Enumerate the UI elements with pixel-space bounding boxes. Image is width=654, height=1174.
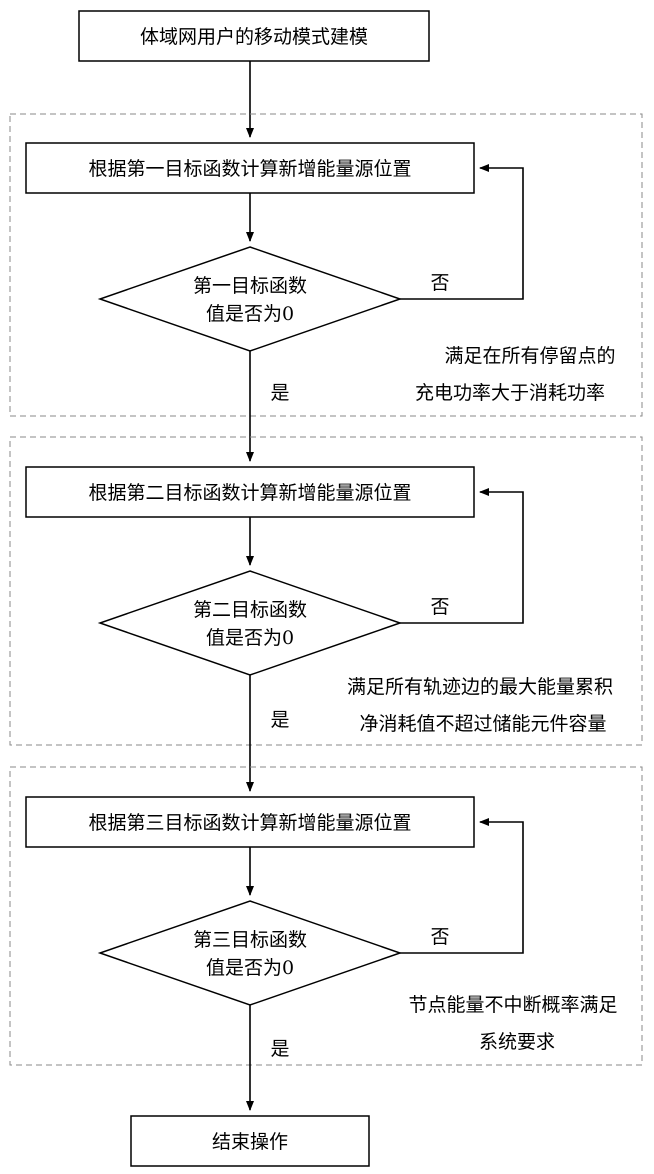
- start-label: 体域网用户的移动模式建模: [140, 26, 368, 48]
- stage1-decision-line2: 值是否为0: [206, 303, 294, 325]
- stage2-process-label: 根据第二目标函数计算新增能量源位置: [88, 482, 411, 504]
- stage1-no-label: 否: [430, 272, 449, 294]
- stage1-process-label: 根据第一目标函数计算新增能量源位置: [88, 158, 411, 180]
- stage2-condition-line1: 满足所有轨迹边的最大能量累积: [347, 676, 613, 698]
- stage3-decision-line2: 值是否为0: [206, 957, 294, 979]
- stage2-condition-line2: 净消耗值不超过储能元件容量: [359, 713, 606, 735]
- stage1-condition-line1: 满足在所有停留点的: [444, 345, 615, 367]
- stage3-decision-line1: 第三目标函数: [193, 929, 307, 951]
- stage1-yes-label: 是: [270, 382, 289, 404]
- stage2-yes-label: 是: [270, 709, 289, 731]
- stage2-decision-line2: 值是否为0: [206, 627, 294, 649]
- stage2-decision-line1: 第二目标函数: [193, 599, 307, 621]
- stage1-condition-line2: 充电功率大于消耗功率: [415, 382, 605, 404]
- end-label: 结束操作: [212, 1131, 288, 1153]
- stage2-no-label: 否: [430, 596, 449, 618]
- stage3-decision: [100, 901, 400, 1005]
- stage2-decision: [100, 571, 400, 675]
- stage3-process-label: 根据第三目标函数计算新增能量源位置: [88, 812, 411, 834]
- stage1-decision-line1: 第一目标函数: [193, 275, 307, 297]
- stage3-condition-line2: 系统要求: [479, 1031, 555, 1053]
- stage3-no-label: 否: [430, 926, 449, 948]
- stage3-yes-label: 是: [270, 1038, 289, 1060]
- stage3-condition-line1: 节点能量不中断概率满足: [408, 994, 617, 1016]
- stage1-decision: [100, 247, 400, 351]
